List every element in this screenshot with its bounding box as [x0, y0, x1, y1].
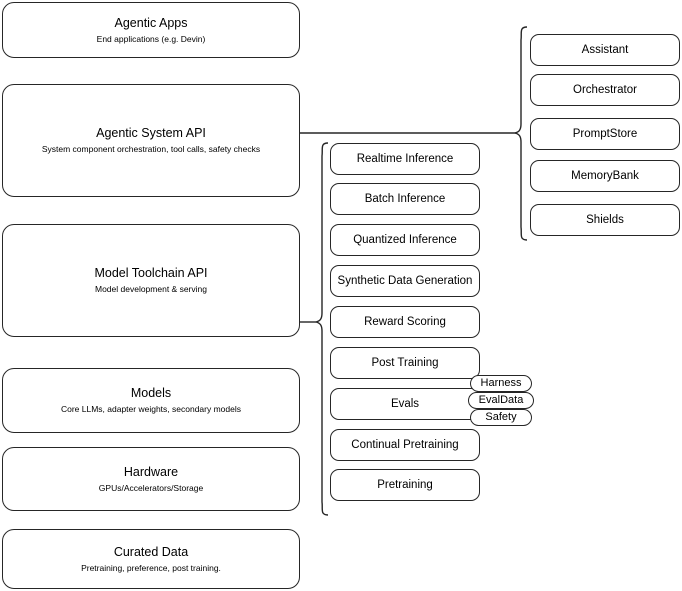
capability-label: Continual Pretraining — [351, 439, 459, 451]
capability-reward-scoring[interactable]: Reward Scoring — [330, 306, 480, 338]
capability-batch-inference[interactable]: Batch Inference — [330, 183, 480, 215]
component-shields[interactable]: Shields — [530, 204, 680, 236]
component-assistant[interactable]: Assistant — [530, 34, 680, 66]
capability-post-training[interactable]: Post Training — [330, 347, 480, 379]
component-promptstore[interactable]: PromptStore — [530, 118, 680, 150]
layer-curated-data[interactable]: Curated Data Pretraining, preference, po… — [2, 529, 300, 589]
component-label: Shields — [586, 214, 624, 226]
eval-subcomponent-label: Safety — [485, 411, 517, 423]
toolchain-capabilities-brace — [315, 142, 329, 516]
layer-subtitle: Pretraining, preference, post training. — [81, 562, 221, 573]
capability-label: Post Training — [371, 357, 439, 369]
layer-hardware[interactable]: Hardware GPUs/Accelerators/Storage — [2, 447, 300, 511]
capability-label: Pretraining — [377, 479, 433, 491]
layer-subtitle: Core LLMs, adapter weights, secondary mo… — [60, 404, 241, 414]
capability-label: Synthetic Data Generation — [337, 275, 473, 287]
capability-realtime-inference[interactable]: Realtime Inference — [330, 143, 480, 175]
capability-synthetic-data-generation[interactable]: Synthetic Data Generation — [330, 265, 480, 297]
layer-agentic-apps[interactable]: Agentic Apps End applications (e.g. Devi… — [2, 2, 300, 58]
capability-pretraining[interactable]: Pretraining — [330, 469, 480, 501]
layer-subtitle: End applications (e.g. Devin) — [96, 33, 206, 44]
eval-subcomponent-evaldata[interactable]: EvalData — [468, 392, 534, 409]
layer-subtitle: System component orchestration, tool cal… — [41, 144, 261, 154]
capability-label: Batch Inference — [364, 193, 446, 205]
layer-title: Model Toolchain API — [94, 266, 208, 280]
layer-title: Curated Data — [113, 544, 189, 559]
capability-continual-pretraining[interactable]: Continual Pretraining — [330, 429, 480, 461]
component-label: MemoryBank — [571, 170, 639, 182]
capability-label: Realtime Inference — [356, 153, 454, 165]
capability-quantized-inference[interactable]: Quantized Inference — [330, 224, 480, 256]
layer-agentic-system-api[interactable]: Agentic System API System component orch… — [2, 84, 300, 197]
layer-title: Agentic System API — [96, 126, 206, 140]
component-label: Assistant — [581, 44, 629, 56]
component-memorybank[interactable]: MemoryBank — [530, 160, 680, 192]
component-label: Orchestrator — [573, 84, 637, 96]
component-label: PromptStore — [572, 128, 638, 140]
capability-label: Quantized Inference — [353, 234, 457, 246]
layer-title: Agentic Apps — [114, 15, 188, 30]
eval-subcomponent-harness[interactable]: Harness — [470, 375, 532, 392]
layer-title: Models — [130, 386, 172, 400]
capability-evals[interactable]: Evals — [330, 388, 480, 420]
capability-label: Evals — [390, 398, 420, 410]
layer-title: Hardware — [123, 464, 179, 479]
eval-subcomponent-safety[interactable]: Safety — [470, 409, 532, 426]
eval-subcomponent-label: Harness — [480, 377, 522, 389]
layer-model-toolchain-api[interactable]: Model Toolchain API Model development & … — [2, 224, 300, 337]
system-components-brace — [514, 26, 528, 241]
layer-models[interactable]: Models Core LLMs, adapter weights, secon… — [2, 368, 300, 433]
eval-subcomponent-label: EvalData — [478, 394, 524, 406]
layer-subtitle: GPUs/Accelerators/Storage — [98, 482, 204, 493]
layer-subtitle: Model development & serving — [95, 284, 207, 294]
capability-label: Reward Scoring — [364, 316, 446, 328]
component-orchestrator[interactable]: Orchestrator — [530, 74, 680, 106]
